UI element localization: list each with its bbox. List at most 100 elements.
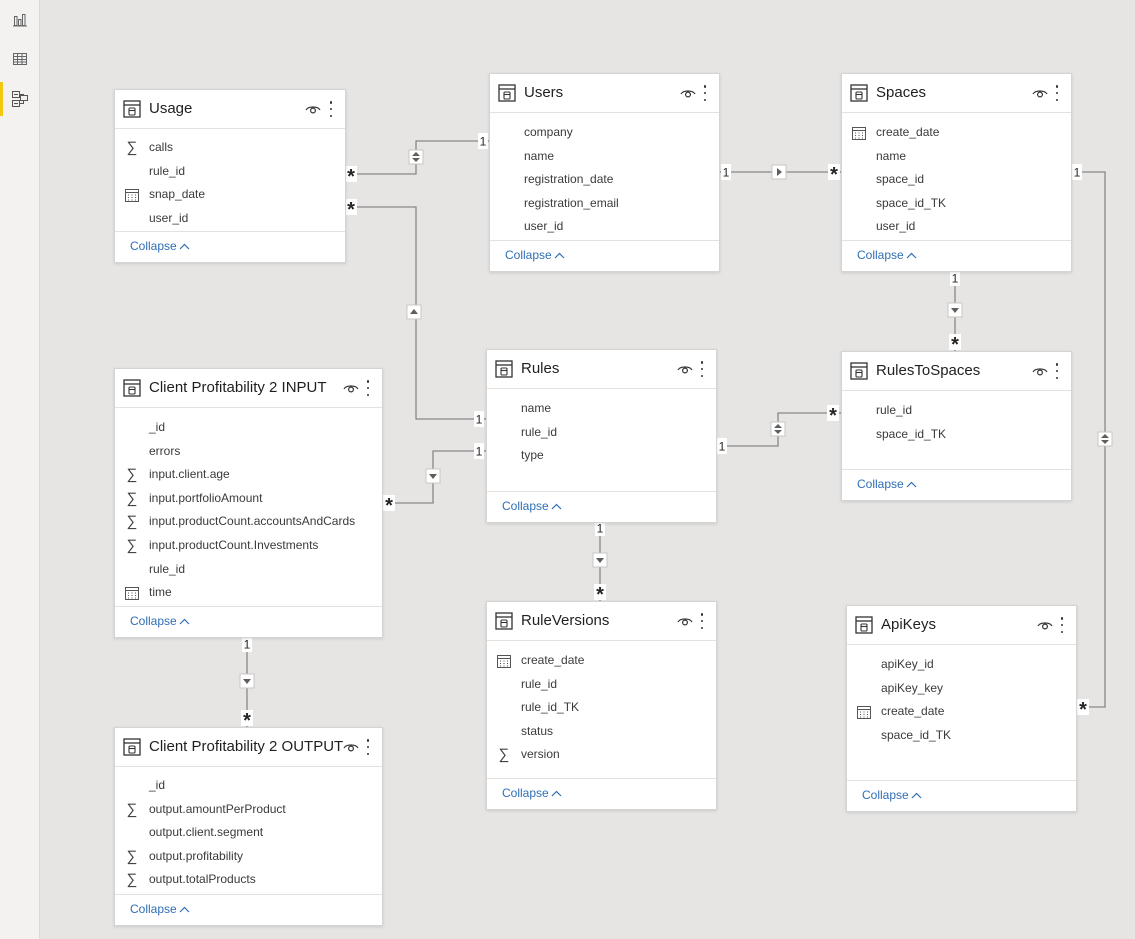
table-card-header[interactable]: Client Profitability 2 OUTPUT — [115, 728, 382, 767]
collapse-label: Collapse — [502, 786, 549, 800]
more-options-icon[interactable] — [363, 378, 373, 398]
field-item[interactable]: name — [490, 145, 719, 169]
table-card-header[interactable]: Spaces — [842, 74, 1071, 113]
cardinality-one-label: 1 — [474, 443, 484, 459]
field-item[interactable]: status — [487, 720, 716, 744]
collapse-link[interactable]: Collapse — [502, 786, 562, 800]
collapse-link[interactable]: Collapse — [130, 614, 190, 628]
field-item[interactable]: registration_date — [490, 168, 719, 192]
table-card-header[interactable]: ApiKeys — [847, 606, 1076, 645]
more-options-icon[interactable] — [363, 737, 373, 757]
field-item[interactable]: errors — [115, 440, 382, 464]
table-card-header[interactable]: Users — [490, 74, 719, 113]
more-options-icon[interactable] — [326, 99, 336, 119]
more-options-icon[interactable] — [1052, 83, 1062, 103]
field-item[interactable]: company — [490, 121, 719, 145]
field-item[interactable]: ∑output.amountPerProduct — [115, 798, 382, 822]
data-view-button[interactable] — [0, 40, 39, 78]
field-item[interactable]: name — [487, 397, 716, 421]
visibility-eye-icon[interactable] — [305, 103, 321, 115]
field-item[interactable]: ∑version — [487, 743, 716, 767]
table-card-cp-output[interactable]: Client Profitability 2 OUTPUT_id∑output.… — [114, 727, 383, 926]
collapse-link[interactable]: Collapse — [130, 239, 190, 253]
report-view-icon — [12, 14, 27, 27]
collapse-link[interactable]: Collapse — [505, 248, 565, 262]
field-item[interactable]: ∑input.client.age — [115, 463, 382, 487]
table-card-header[interactable]: Usage — [115, 90, 345, 129]
field-item[interactable]: user_id — [490, 215, 719, 239]
field-item[interactable]: space_id_TK — [847, 724, 1076, 748]
more-options-icon[interactable] — [697, 611, 707, 631]
collapse-link[interactable]: Collapse — [502, 499, 562, 513]
field-item[interactable]: space_id — [842, 168, 1071, 192]
field-item[interactable]: rule_id — [487, 421, 716, 445]
field-name: registration_email — [524, 195, 619, 210]
field-item[interactable]: name — [842, 145, 1071, 169]
field-item[interactable]: rule_id — [115, 558, 382, 582]
visibility-eye-icon[interactable] — [1032, 365, 1048, 377]
visibility-eye-icon[interactable] — [680, 87, 696, 99]
field-item[interactable]: create_date — [847, 700, 1076, 724]
field-item[interactable]: user_id — [115, 207, 345, 231]
collapse-link[interactable]: Collapse — [857, 248, 917, 262]
more-options-icon[interactable] — [700, 83, 710, 103]
visibility-eye-icon[interactable] — [343, 741, 359, 753]
more-options-icon[interactable] — [1057, 615, 1067, 635]
model-view-button[interactable] — [0, 80, 39, 118]
field-item[interactable]: output.client.segment — [115, 821, 382, 845]
field-item[interactable]: ∑input.productCount.Investments — [115, 534, 382, 558]
svg-text:1: 1 — [244, 638, 251, 652]
report-view-button[interactable] — [0, 0, 39, 38]
collapse-link[interactable]: Collapse — [130, 902, 190, 916]
collapse-link[interactable]: Collapse — [862, 788, 922, 802]
field-item[interactable]: apiKey_key — [847, 677, 1076, 701]
field-item[interactable]: rule_id — [487, 673, 716, 697]
visibility-eye-icon[interactable] — [1037, 619, 1053, 631]
field-item[interactable]: ∑output.totalProducts — [115, 868, 382, 892]
field-item[interactable]: ∑output.profitability — [115, 845, 382, 869]
table-card-header[interactable]: RulesToSpaces — [842, 352, 1071, 391]
filter-direction-icon — [947, 302, 963, 318]
more-options-icon[interactable] — [697, 359, 707, 379]
more-options-icon[interactable] — [1052, 361, 1062, 381]
field-item[interactable]: _id — [115, 416, 382, 440]
collapse-link[interactable]: Collapse — [857, 477, 917, 491]
field-item[interactable]: apiKey_id — [847, 653, 1076, 677]
field-item[interactable]: time — [115, 581, 382, 605]
field-item[interactable]: space_id_TK — [842, 192, 1071, 216]
field-item[interactable]: rule_id — [115, 160, 345, 184]
visibility-eye-icon[interactable] — [1032, 87, 1048, 99]
field-item[interactable]: ∑input.productCount.accountsAndCards — [115, 510, 382, 534]
rules-cp-input-line — [381, 450, 486, 504]
cardinality-many-label: * — [827, 405, 839, 427]
table-card-header[interactable]: Rules — [487, 350, 716, 389]
visibility-eye-icon[interactable] — [343, 382, 359, 394]
field-item[interactable]: ∑input.portfolioAmount — [115, 487, 382, 511]
table-card-header[interactable]: Client Profitability 2 INPUT — [115, 369, 382, 408]
field-item[interactable]: snap_date — [115, 183, 345, 207]
field-item[interactable]: create_date — [487, 649, 716, 673]
field-item[interactable]: space_id_TK — [842, 423, 1071, 447]
visibility-eye-icon[interactable] — [677, 615, 693, 627]
field-item[interactable]: ∑calls — [115, 136, 345, 160]
field-item[interactable]: rule_id — [842, 399, 1071, 423]
visibility-eye-icon[interactable] — [677, 363, 693, 375]
field-item[interactable]: type — [487, 444, 716, 468]
table-card-header[interactable]: RuleVersions — [487, 602, 716, 641]
field-item[interactable]: registration_email — [490, 192, 719, 216]
field-item[interactable]: rule_id_TK — [487, 696, 716, 720]
field-item[interactable]: _id — [115, 774, 382, 798]
field-item[interactable]: user_id — [842, 215, 1071, 239]
field-item[interactable]: create_date — [842, 121, 1071, 145]
